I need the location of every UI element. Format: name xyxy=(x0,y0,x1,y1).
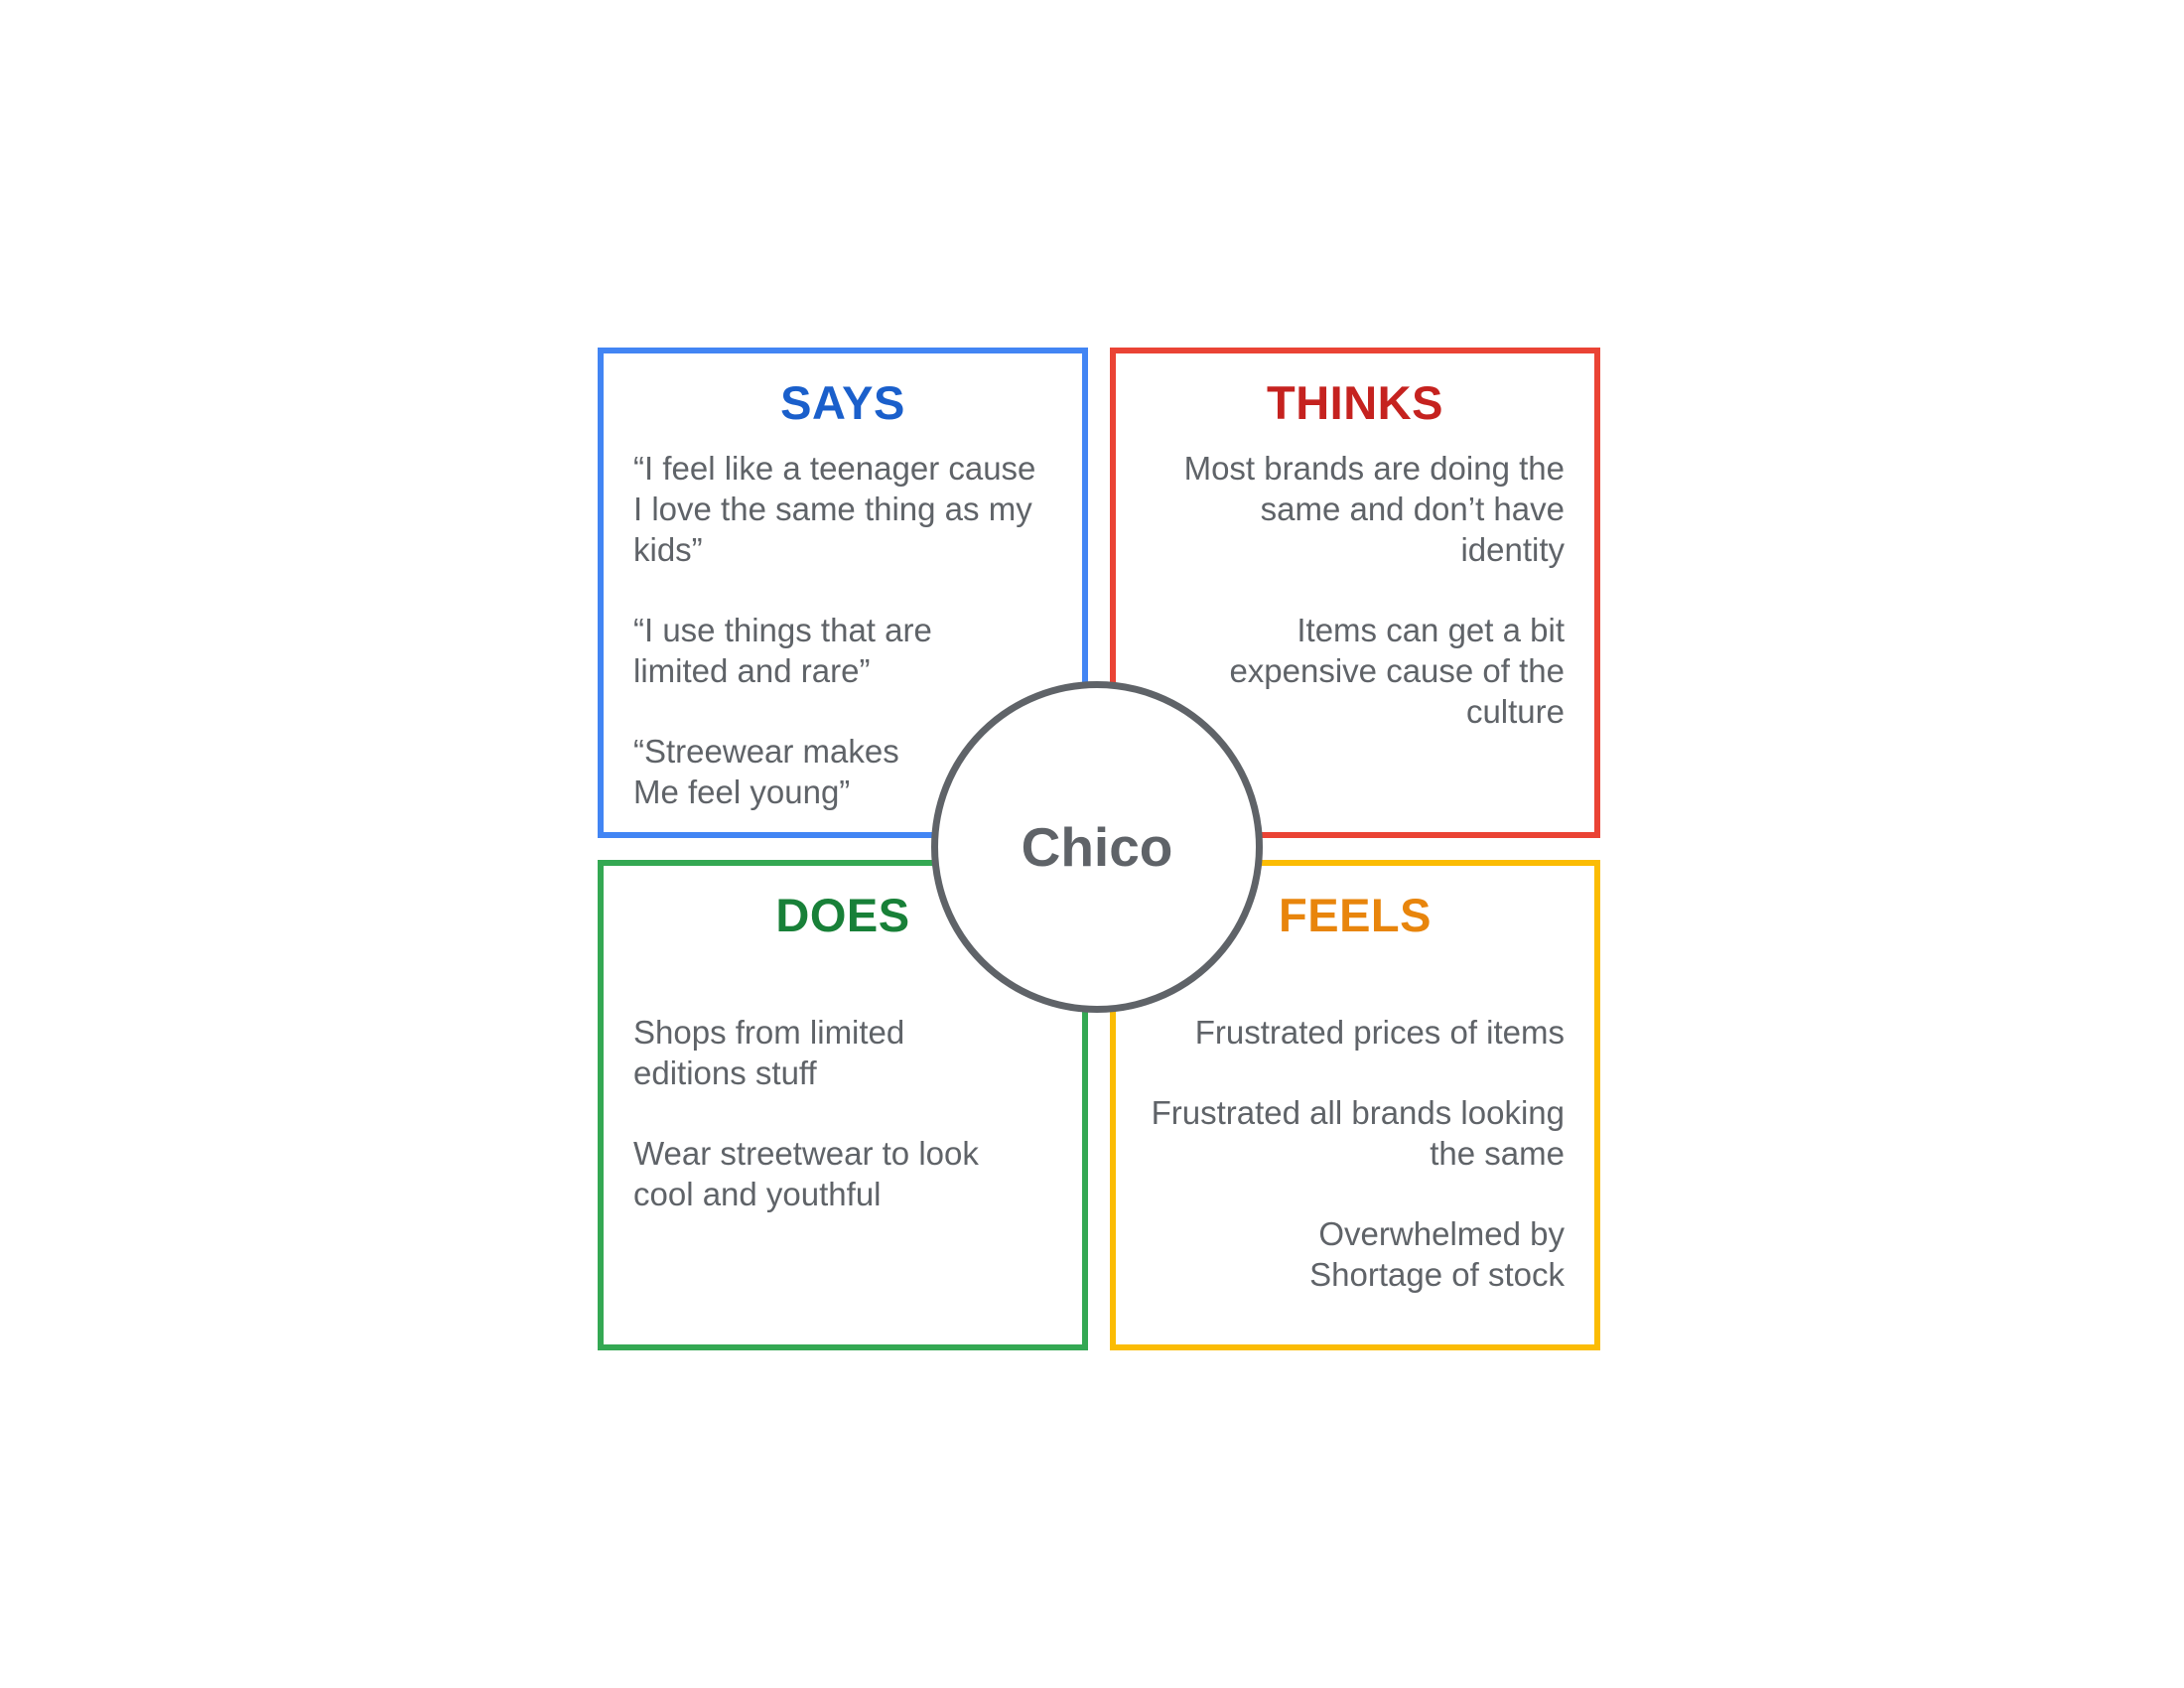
says-title: SAYS xyxy=(780,376,905,429)
feels-title: FEELS xyxy=(1279,889,1432,941)
persona-circle: Chico xyxy=(931,681,1263,1013)
says-item: “Streewear makes Me feel young” xyxy=(633,733,899,810)
says-quadrant: SAYS “I feel like a teenager cause I lov… xyxy=(598,348,1088,838)
thinks-title: THINKS xyxy=(1267,376,1443,429)
thinks-items: Most brands are doing the same and don’t… xyxy=(1146,448,1565,772)
feels-items: Frustrated prices of items Frustrated al… xyxy=(1146,1012,1565,1335)
feels-item: Frustrated all brands looking the same xyxy=(1151,1094,1565,1172)
persona-name: Chico xyxy=(1021,816,1173,878)
does-items: Shops from limited editions stuff Wear s… xyxy=(633,1012,1052,1254)
thinks-item: Items can get a bit expensive cause of t… xyxy=(1229,612,1565,730)
does-item: Wear streetwear to look cool and youthfu… xyxy=(633,1135,979,1212)
thinks-item: Most brands are doing the same and don’t… xyxy=(1183,450,1565,568)
thinks-quadrant: THINKS Most brands are doing the same an… xyxy=(1110,348,1600,838)
says-item: “I feel like a teenager cause I love the… xyxy=(633,450,1036,568)
feels-item: Frustrated prices of items xyxy=(1194,1014,1565,1051)
says-item: “I use things that are limited and rare” xyxy=(633,612,932,689)
says-items: “I feel like a teenager cause I love the… xyxy=(633,448,1052,852)
does-title: DOES xyxy=(775,889,910,941)
does-item: Shops from limited editions stuff xyxy=(633,1014,905,1091)
feels-item: Overwhelmed by Shortage of stock xyxy=(1309,1215,1565,1293)
